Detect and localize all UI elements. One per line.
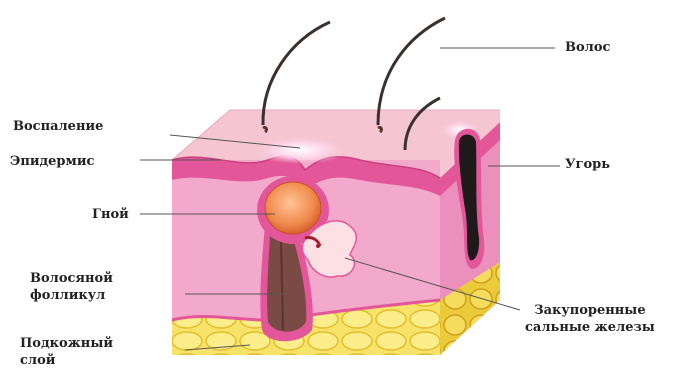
label-inflammation: Воспаление: [13, 118, 103, 135]
label-clogged-glands: Закупоренные сальные железы: [525, 302, 655, 336]
label-pus: Гной: [92, 206, 129, 223]
label-hair-follicle-line2: фолликул: [30, 287, 113, 304]
label-clogged-glands-line1: Закупоренные: [525, 302, 655, 319]
label-subcutaneous-line1: Подкожный: [20, 335, 113, 352]
label-hair: Волос: [565, 39, 610, 56]
label-epidermis: Эпидермис: [10, 153, 94, 170]
label-subcutaneous-line2: слой: [20, 352, 113, 369]
label-subcutaneous: Подкожный слой: [20, 335, 113, 369]
label-hair-follicle-line1: Волосяной: [30, 270, 113, 287]
inflammation-glow: [252, 136, 348, 164]
label-hair-follicle: Волосяной фолликул: [30, 270, 113, 304]
label-blackhead: Угорь: [565, 156, 610, 173]
label-clogged-glands-line2: сальные железы: [525, 319, 655, 336]
